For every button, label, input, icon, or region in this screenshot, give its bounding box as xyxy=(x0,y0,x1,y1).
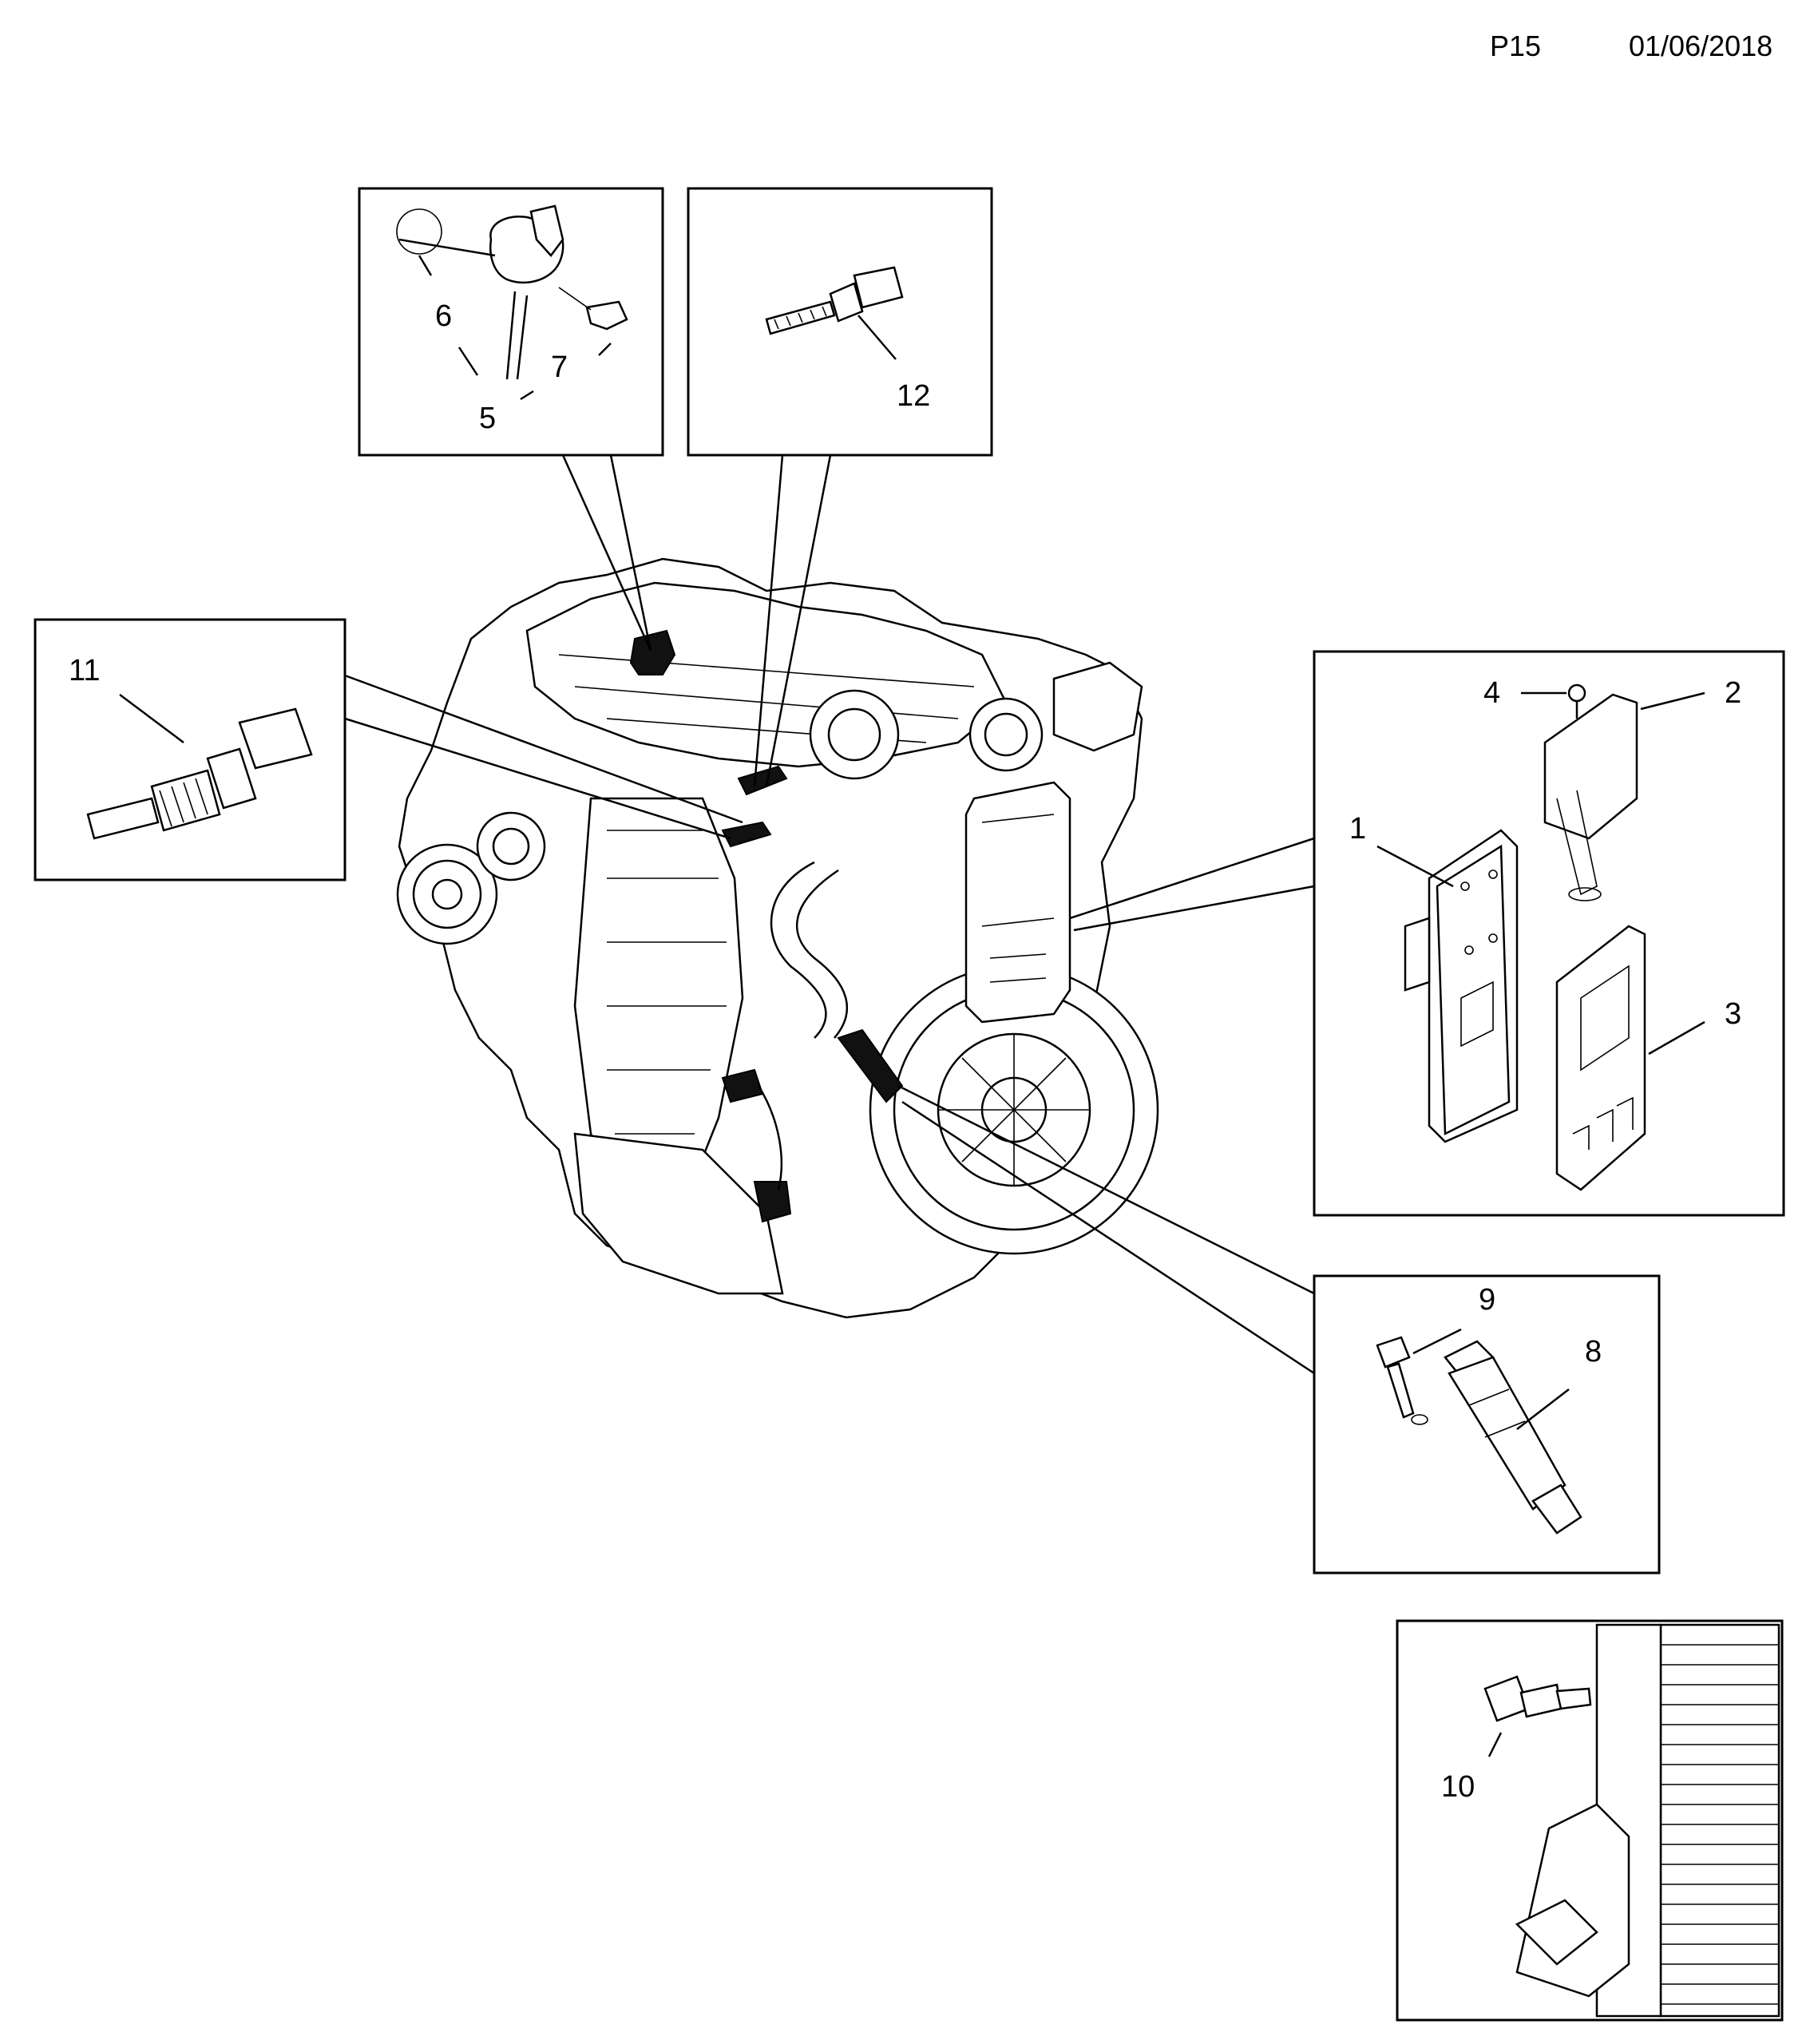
leader-box-5-to-engine-b xyxy=(609,454,652,652)
engine-illustration xyxy=(396,557,1159,1319)
leader-box-11-to-engine-b xyxy=(344,717,731,840)
detail-box-sensor-11: 11 xyxy=(34,618,347,881)
page-code: P15 xyxy=(1490,30,1541,62)
detail-box-sensor-8-9: 9 8 xyxy=(1313,1274,1661,1575)
callout-5: 5 xyxy=(479,402,496,435)
callout-12: 12 xyxy=(897,379,930,413)
detail-box-sensor-12: 12 xyxy=(687,187,993,457)
leader-box-8-to-engine-b xyxy=(901,1100,1315,1375)
callout-7: 7 xyxy=(551,351,568,384)
callout-8: 8 xyxy=(1585,1335,1602,1369)
callout-3: 3 xyxy=(1725,997,1741,1031)
callout-2: 2 xyxy=(1725,676,1741,710)
callout-11: 11 xyxy=(69,654,100,687)
diagram-date: 01/06/2018 xyxy=(1629,30,1772,62)
callout-1: 1 xyxy=(1349,812,1366,846)
callout-4: 4 xyxy=(1483,676,1500,710)
leader-box-ecu-to-engine xyxy=(1069,837,1315,920)
leader-box-12-to-engine-b xyxy=(765,454,832,787)
callout-9: 9 xyxy=(1479,1283,1495,1317)
leader-box-5-to-engine xyxy=(561,454,652,652)
detail-box-sensor-10: 10 xyxy=(1396,1619,1784,2022)
leader-box-8-to-engine xyxy=(897,1084,1315,1295)
detail-box-ecu-1-2-3-4: 1 2 4 3 xyxy=(1313,650,1785,1217)
detail-box-sensor-5-6-7: 6 7 5 xyxy=(358,187,664,457)
leader-box-11-to-engine xyxy=(344,674,743,824)
callout-10: 10 xyxy=(1441,1770,1475,1804)
leader-box-ecu-to-engine-b xyxy=(1073,885,1315,932)
leader-box-12-to-engine xyxy=(753,454,784,787)
callout-6: 6 xyxy=(435,299,452,333)
